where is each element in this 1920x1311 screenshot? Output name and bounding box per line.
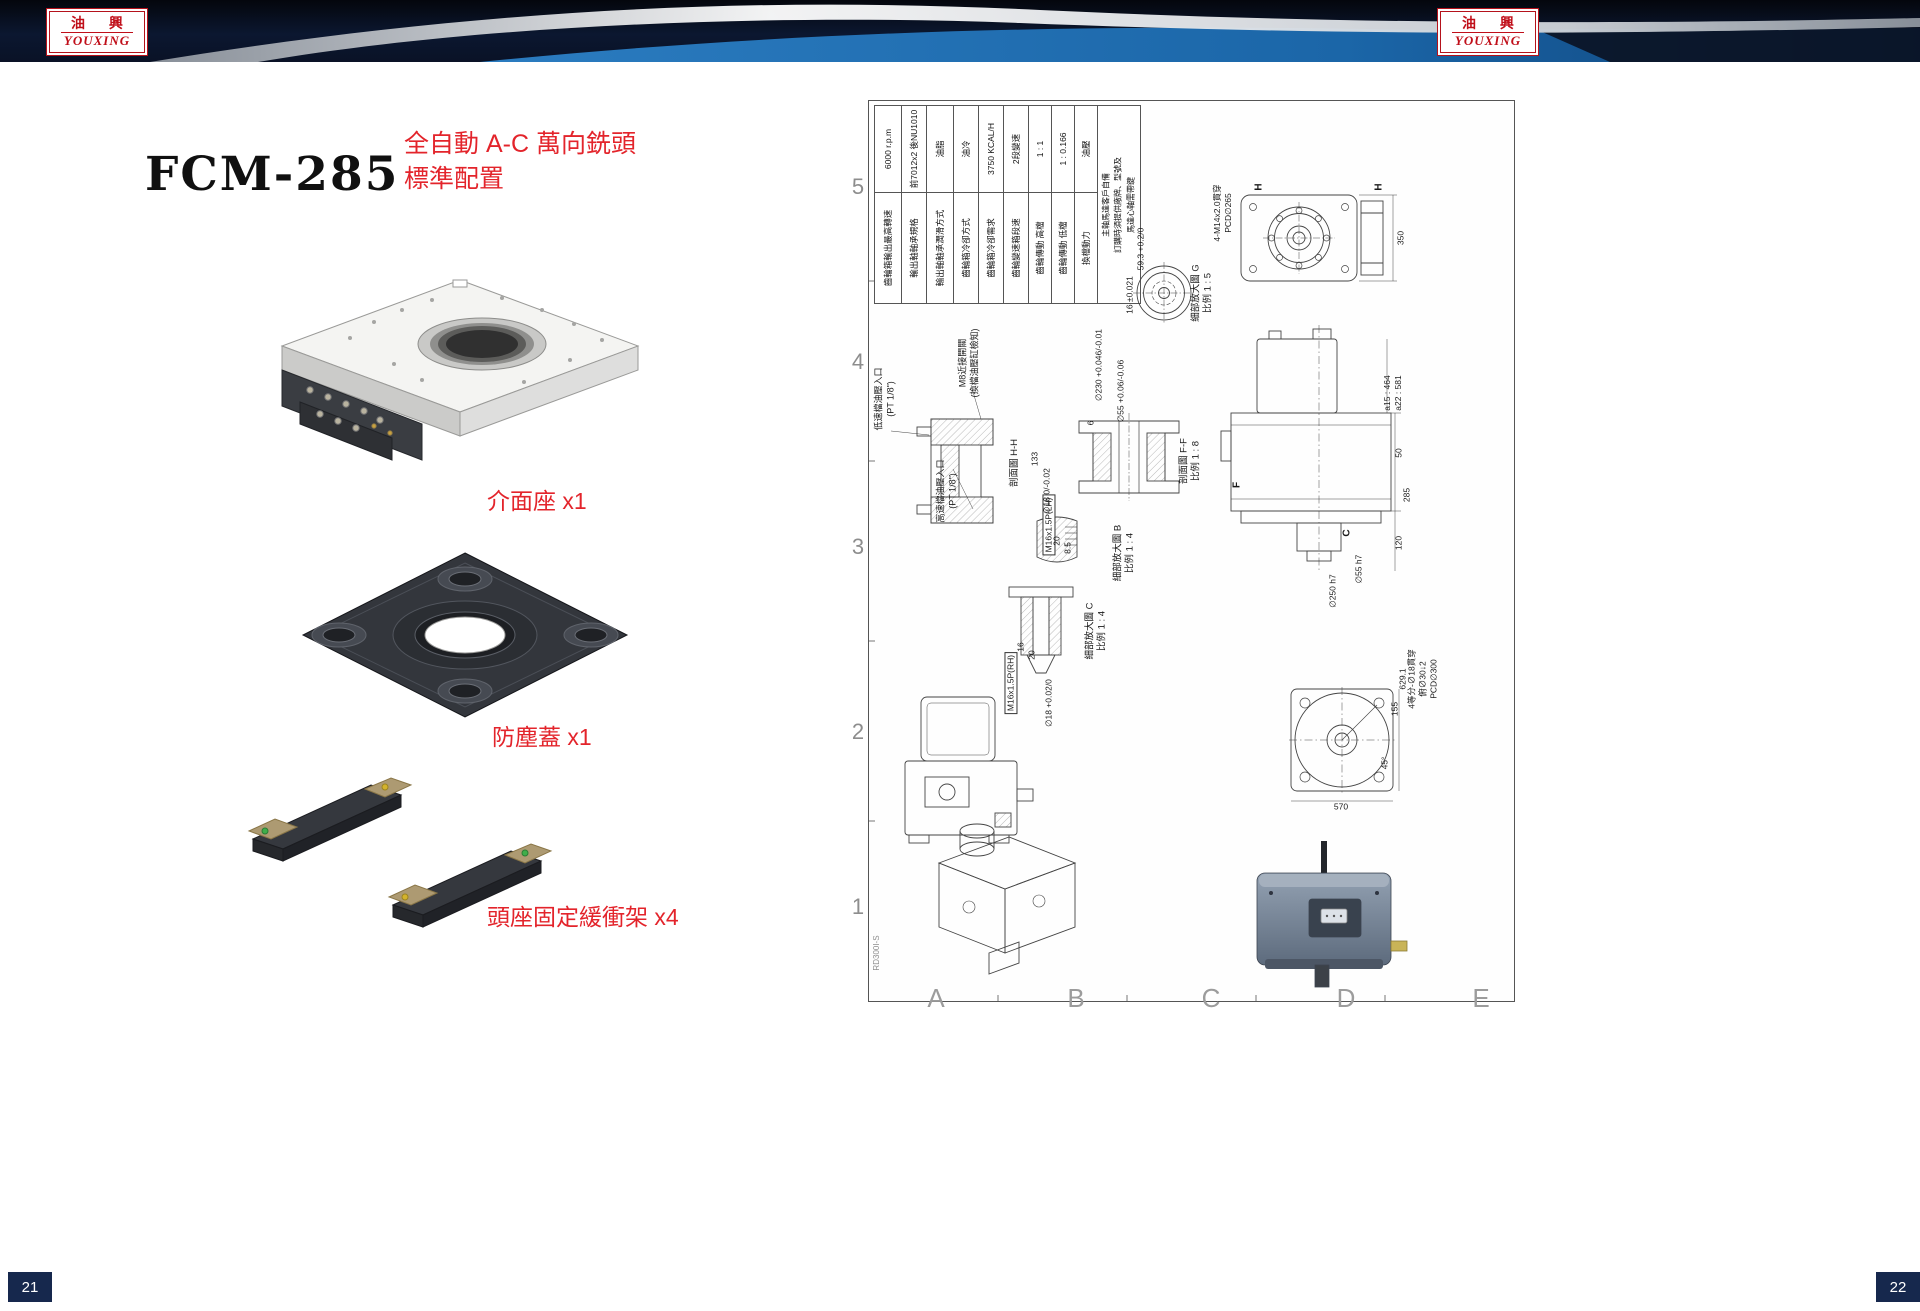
thread-label-m16-rh: M16x1.5P(RH) [1004,651,1018,715]
dim-16-tol: 16 ±0.021 [1124,276,1135,314]
dim-50: 50 [1393,448,1404,458]
section-hh-caption: 剖面圖 H-H [1008,438,1020,488]
technical-drawing-sheet: 5 4 3 2 1 A B C D E 6000 r.p.m 齒輪箱輸出最高轉速… [852,100,1515,1013]
dim-55-tol: ∅55 +0.06/-0.06 [1115,359,1126,423]
dust-cover-illustration [301,552,629,718]
spec-row-speed: 6000 r.p.m 齒輪箱輸出最高轉速 [875,106,902,303]
dim-20-b: 20 [1026,650,1037,660]
zone-col-c: C [1201,983,1221,1013]
zone-col-a: A [927,983,945,1013]
spec-row-bearing: 前7012x2 後NU1010 輸出軸軸承規格 [902,106,927,303]
dim-629-1: 629.1 [1397,668,1408,690]
dim-6: 6 [1085,420,1096,426]
dim-20-a: 20 [1051,536,1062,546]
interface-seat-illustration [280,279,640,461]
zone-col-e: E [1472,983,1490,1013]
dim-250-h7: ∅250 h7 [1327,574,1338,608]
brand-name-cn: 油 興 [1462,15,1524,32]
spec-row-gear-steps: 2段變速 齒輪變速箱段速 [1004,106,1029,303]
zone-row-5: 5 [851,174,865,199]
page-number-left: 21 [8,1272,52,1302]
flange-bolt-note: 4-M14x2.0貫穿 PCD∅265 [1211,184,1233,242]
brand-name-cn: 油 興 [71,15,133,32]
cut-mark-c: C [1341,529,1353,537]
dim-230: ∅230 +0.046/-0.01 [1093,329,1104,401]
m8-proximity-switch-label: M8近接開關 (換檔油壓缸檢知) [957,328,979,398]
header-swoosh-graphic [150,4,1920,62]
spec-table: 6000 r.p.m 齒輪箱輸出最高轉速 前7012x2 後NU1010 輸出軸… [874,105,1141,304]
drawing-number: RD300I-S [871,935,881,971]
spec-row-lube: 油脂 輸出軸軸承潤滑方式 [927,106,954,303]
spec-row-cooling-type: 油冷 齒輪箱冷卻方式 [954,106,979,303]
part-render-interface-seat [270,268,650,498]
model-title: FCM-285 [145,147,400,203]
detail-b-caption: 細部放大圖 B 比例 1 : 4 [1112,524,1136,582]
dim-18-a: ∅18 0/-0.02 [1041,468,1052,514]
dim-8-5: 8.5 [1062,542,1073,554]
brand-logo-left: 油 興 YOUXING [46,8,148,56]
dim-45-deg: 45° [1379,756,1390,770]
dim-18-b: ∅18 +0.02/0 [1043,679,1054,727]
dim-120: 120 [1393,535,1404,551]
dim-16-b: 16 [1015,642,1026,652]
spec-row-cooling-req: 3750 KCAL/H 齒輪箱冷卻需求 [979,106,1004,303]
bolt-pattern-note: 4等分-∅18貫穿 俯∅30↓2 PCD∅300 [1406,649,1439,709]
dim-570: 570 [1333,801,1349,812]
spec-row-ratio-low: 1 : 0.166 齒輪傳動 低檔 [1052,106,1075,303]
dim-59-3: 59.3 +0.2/0 [1135,227,1146,271]
model-subtitle: 全自動 A-C 萬向銑頭 標準配置 [404,127,636,196]
zone-row-4: 4 [851,349,865,374]
section-ff-caption: 剖面圖 F-F 比例 1 : 8 [1178,438,1202,484]
part-label-interface-seat: 介面座 x1 [487,488,587,514]
dim-a15-a22: a15 : 464 a22 : 581 [1381,375,1403,411]
spec-row-ratio-high: 1 : 1 齒輪傳動 高檔 [1029,106,1052,303]
part-label-buffer-brackets: 頭座固定緩衝架 x4 [487,904,679,930]
part-render-buffer-brackets [235,755,575,940]
dim-350: 350 [1395,230,1406,246]
low-speed-oil-port-label: 低速檔油壓入口 (PT 1/8") [873,367,895,431]
page-number-right: 22 [1876,1272,1920,1302]
spec-row-shift-power: 油壓 換檔動力 [1075,106,1098,303]
cut-mark-h1: H [1253,183,1265,191]
dark-right-swoosh [1540,26,1920,62]
high-speed-oil-port-label: 高速檔油壓入口 (PT 1/8") [935,459,957,523]
part-render-dust-cover [295,545,635,740]
subtitle-line-1: 全自動 A-C 萬向銑頭 [404,130,636,158]
dim-155: 155 [1389,701,1400,717]
zone-col-d: D [1336,983,1356,1013]
detail-c-caption: 細部放大圖 C 比例 1 : 4 [1084,602,1108,660]
silver-swoosh [150,4,1920,62]
zone-row-2: 2 [851,719,865,744]
header-band: 油 興 YOUXING 油 興 YOUXING [0,0,1920,62]
zone-row-1: 1 [851,894,865,919]
dim-55-h7: ∅55 h7 [1353,554,1364,584]
cut-mark-f: F [1231,481,1243,489]
cut-mark-h2: H [1373,183,1385,191]
buffer-brackets-illustration [247,777,553,928]
brand-name-en: YOUXING [60,31,134,48]
subtitle-line-2: 標準配置 [404,164,505,193]
dim-133: 133 [1029,451,1040,467]
drawing-lineart [869,194,1408,1001]
brand-logo-right: 油 興 YOUXING [1437,8,1539,56]
part-label-dust-cover: 防塵蓋 x1 [492,724,592,750]
brand-name-en: YOUXING [1451,31,1525,48]
zone-col-b: B [1067,983,1085,1013]
detail-g-caption: 細部放大圖 G 比例 1 : 5 [1190,264,1214,322]
zone-row-3: 3 [851,534,865,559]
dim-285: 285 [1401,487,1412,503]
